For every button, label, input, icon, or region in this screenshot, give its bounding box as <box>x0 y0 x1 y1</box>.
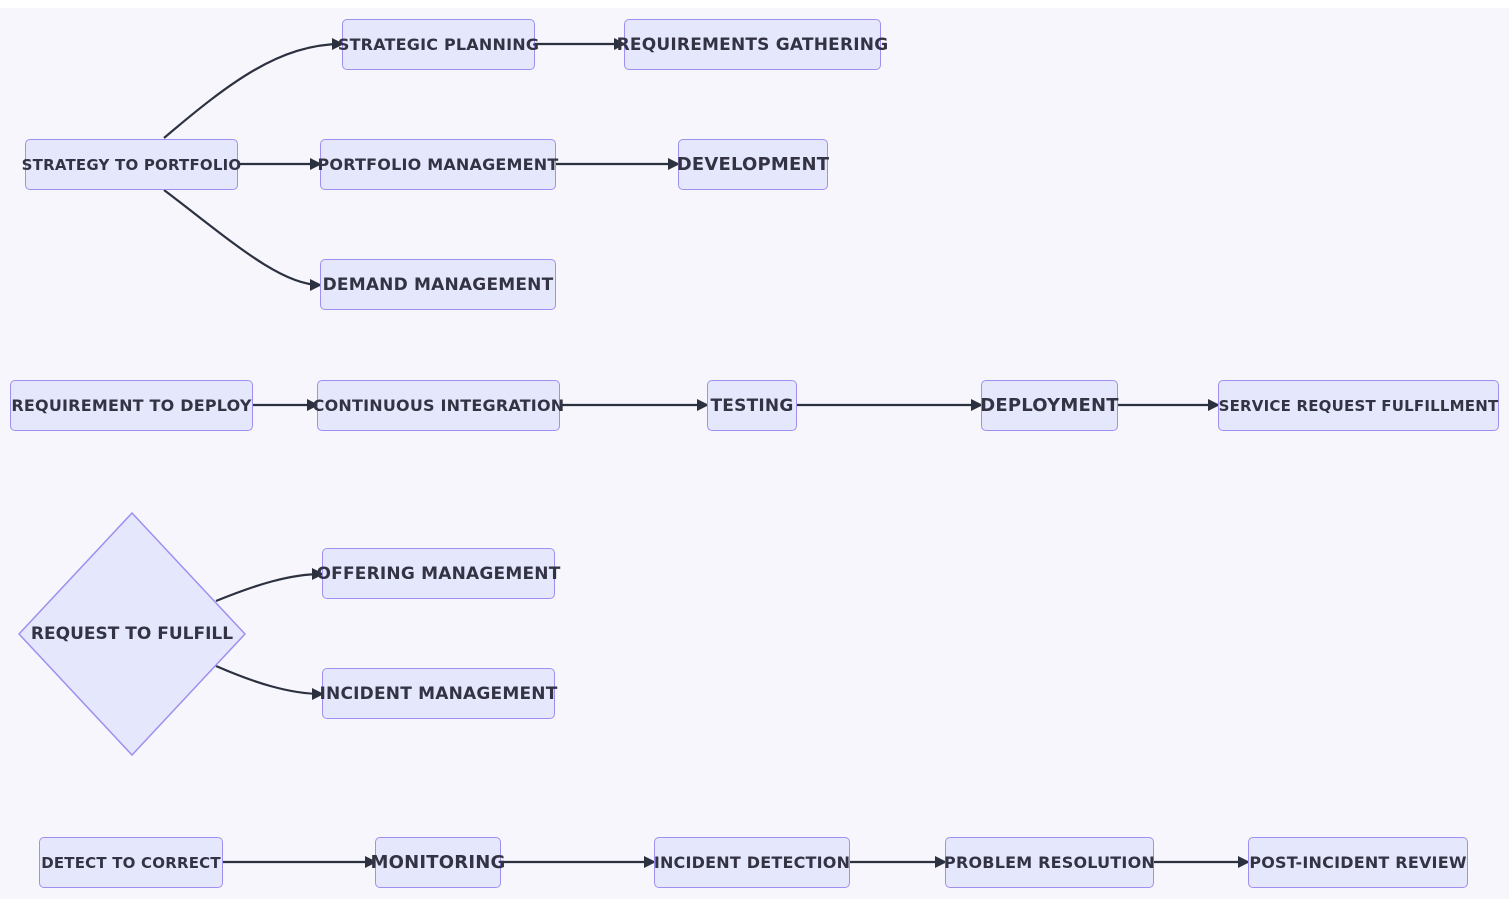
node-incident-detection[interactable]: INCIDENT DETECTION <box>654 837 850 888</box>
node-request-to-fulfill[interactable]: REQUEST TO FULFILL <box>17 511 247 757</box>
decision-diamond-shape <box>17 511 247 757</box>
node-incident-management[interactable]: INCIDENT MANAGEMENT <box>320 668 557 719</box>
edge-strategy-to-strategic-planning <box>163 38 344 139</box>
node-problem-resolution[interactable]: PROBLEM RESOLUTION <box>944 837 1155 888</box>
node-deployment[interactable]: DEPLOYMENT <box>980 380 1119 431</box>
node-strategic-planning[interactable]: STRATEGIC PLANNING <box>338 19 539 70</box>
node-requirements-gathering[interactable]: REQUIREMENTS GATHERING <box>617 19 888 70</box>
node-requirement-to-deploy[interactable]: REQUIREMENT TO DEPLOY <box>10 380 253 431</box>
node-post-incident-review[interactable]: POST-INCIDENT REVIEW <box>1248 837 1468 888</box>
edge-strategy-to-demand-management <box>163 189 322 291</box>
edge-request-to-offering <box>215 568 324 603</box>
node-strategy-to-portfolio[interactable]: STRATEGY TO PORTFOLIO <box>22 139 241 190</box>
edge-request-to-incident-management <box>215 664 324 700</box>
node-continuous-integration[interactable]: CONTINUOUS INTEGRATION <box>313 380 564 431</box>
node-testing[interactable]: TESTING <box>707 380 797 431</box>
node-detect-to-correct[interactable]: DETECT TO CORRECT <box>39 837 223 888</box>
node-monitoring[interactable]: MONITORING <box>371 837 505 888</box>
node-development[interactable]: DEVELOPMENT <box>677 139 829 190</box>
node-demand-management[interactable]: DEMAND MANAGEMENT <box>320 259 556 310</box>
node-service-request-fulfillment[interactable]: SERVICE REQUEST FULFILLMENT <box>1218 380 1499 431</box>
decision-label: REQUEST TO FULFILL <box>30 624 234 644</box>
node-offering-management[interactable]: OFFERING MANAGEMENT <box>317 548 560 599</box>
node-portfolio-management[interactable]: PORTFOLIO MANAGEMENT <box>318 139 558 190</box>
